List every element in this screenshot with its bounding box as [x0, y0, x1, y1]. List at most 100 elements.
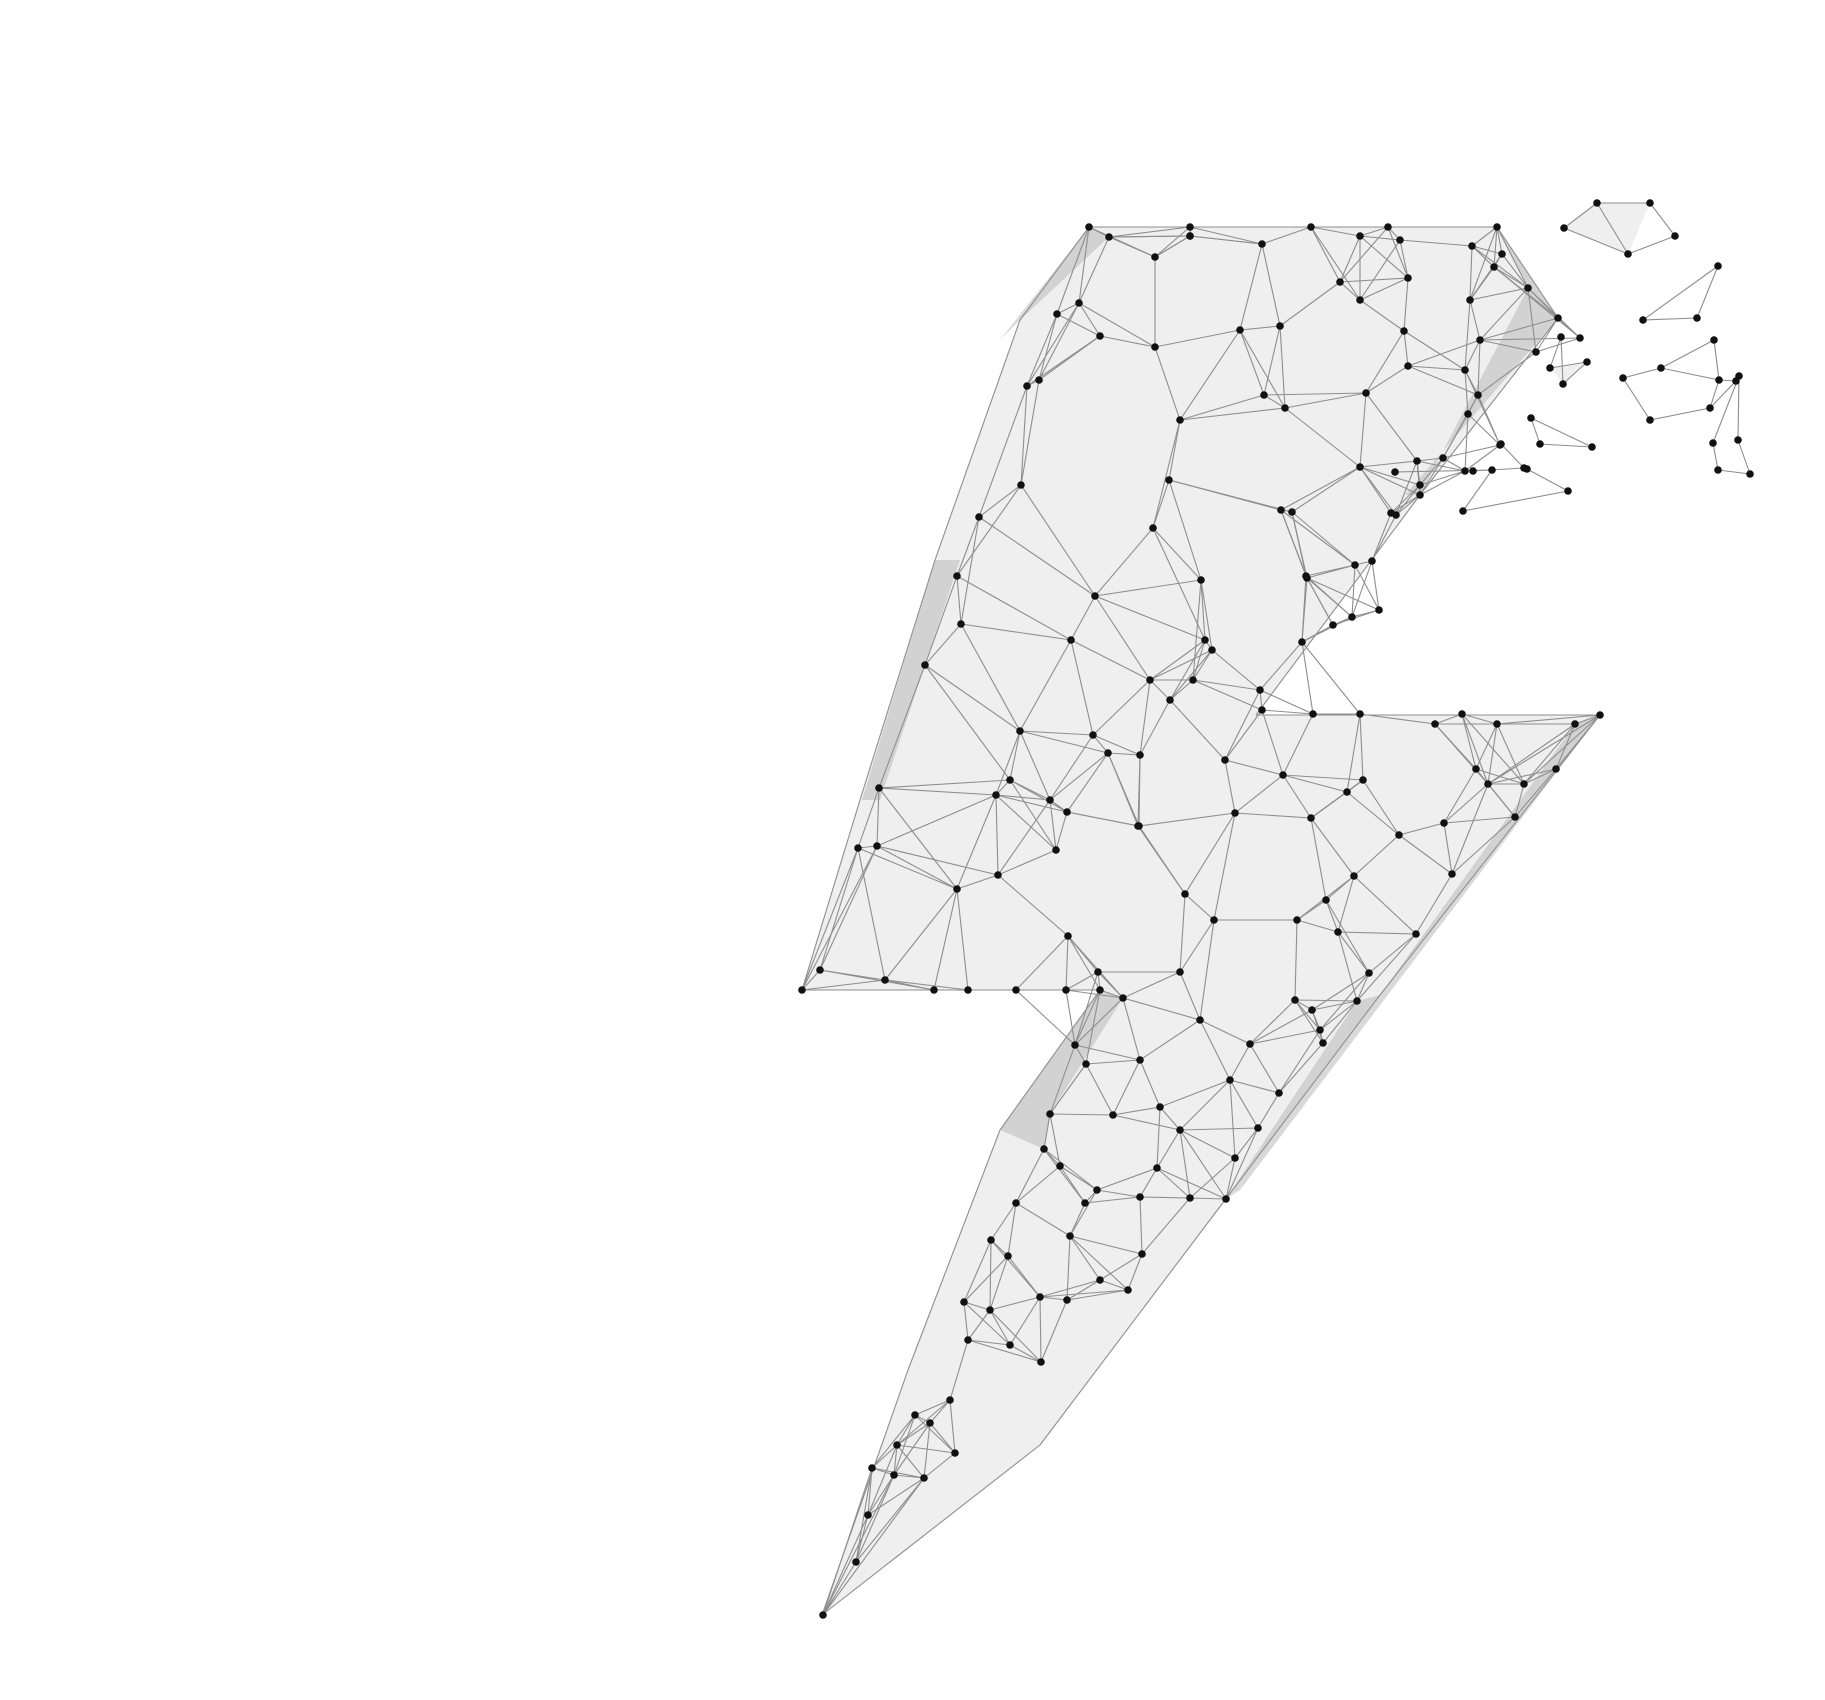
mesh-line: [867, 1474, 895, 1516]
mesh-line: [924, 575, 958, 666]
mesh-node: [1096, 332, 1104, 340]
mesh-node: [1639, 316, 1647, 324]
mesh-line: [1395, 494, 1421, 516]
mesh-node: [1416, 491, 1424, 499]
bolt-mesh-lines: [801, 202, 1751, 1616]
mesh-line: [876, 845, 999, 876]
mesh-line: [1339, 226, 1389, 283]
mesh-line: [1108, 236, 1156, 258]
mesh-line: [1419, 317, 1559, 496]
mesh-line: [801, 845, 878, 991]
mesh-line: [1419, 470, 1466, 486]
mesh-line: [1069, 1202, 1086, 1237]
mesh-line: [1074, 997, 1124, 1046]
mesh-node: [1413, 457, 1421, 465]
mesh-line: [989, 1309, 1042, 1363]
mesh-line: [1224, 709, 1263, 761]
mesh-line: [1059, 1165, 1098, 1191]
mesh-line: [1224, 994, 1381, 1201]
mesh-line: [1066, 811, 1139, 827]
mesh-line: [876, 787, 880, 847]
mesh-line: [1296, 919, 1339, 933]
mesh-line: [997, 849, 1057, 876]
mesh-line: [1479, 287, 1529, 341]
mesh-line: [1199, 919, 1215, 1021]
mesh-line: [1359, 392, 1367, 468]
mesh-line: [949, 1339, 969, 1401]
mesh-node: [1052, 846, 1060, 854]
mesh-line: [1407, 365, 1466, 371]
mesh-node: [1511, 813, 1519, 821]
mesh-line: [1479, 317, 1559, 341]
mesh-line: [1523, 714, 1601, 785]
mesh-line: [1099, 1279, 1129, 1291]
mesh-node: [1498, 250, 1506, 258]
mesh-line: [1353, 875, 1417, 935]
mesh-line: [1139, 1196, 1191, 1199]
mesh-node: [1124, 1286, 1132, 1294]
mesh-line: [1065, 989, 1124, 999]
mesh-line: [1301, 624, 1334, 643]
mesh-line: [859, 559, 936, 801]
mesh-line: [1055, 811, 1068, 851]
mesh-node: [1356, 296, 1364, 304]
mesh-line: [1099, 989, 1124, 999]
mesh-node: [957, 620, 965, 628]
mesh-line: [822, 1561, 857, 1616]
mesh-line: [1737, 439, 1751, 475]
mesh-line: [857, 847, 958, 890]
mesh-line: [1067, 935, 1124, 999]
mesh-line: [963, 1239, 992, 1303]
mesh-line: [1301, 575, 1307, 643]
mesh-line: [1443, 822, 1453, 875]
mesh-line: [1139, 679, 1151, 756]
mesh-line: [1574, 714, 1601, 725]
mesh-line: [884, 979, 969, 991]
mesh-line: [1319, 972, 1370, 1031]
mesh-node: [1439, 454, 1447, 462]
mesh-line: [1019, 639, 1072, 732]
mesh-line: [1138, 812, 1236, 827]
mesh-line: [1278, 1042, 1324, 1094]
mesh-node: [920, 1474, 928, 1482]
mesh-line: [929, 1422, 956, 1454]
mesh-node: [1527, 414, 1535, 422]
mesh-line: [1257, 1092, 1280, 1129]
mesh-line: [1398, 834, 1453, 875]
mesh-line: [997, 799, 1051, 876]
mesh-line: [1139, 1059, 1161, 1108]
mesh-node: [1016, 727, 1024, 735]
mesh-line: [1092, 734, 1109, 754]
mesh-line: [1019, 730, 1051, 801]
mesh-line: [1475, 768, 1525, 785]
mesh-line: [1359, 466, 1421, 486]
mesh-node: [881, 976, 889, 984]
mesh-line: [1403, 277, 1409, 332]
mesh-node: [1275, 1089, 1283, 1097]
mesh-line: [1249, 999, 1296, 1045]
mesh-node: [1277, 506, 1285, 514]
mesh-line: [1152, 527, 1206, 641]
mesh-line: [1280, 509, 1356, 566]
mesh-line: [1261, 243, 1281, 327]
mesh-line: [1020, 484, 1096, 597]
mesh-line: [896, 1414, 916, 1446]
mesh-node: [1151, 253, 1159, 261]
mesh-node: [1197, 576, 1205, 584]
mesh-node: [1329, 621, 1337, 629]
mesh-line: [1549, 361, 1588, 369]
mesh-line: [876, 845, 958, 890]
mesh-node: [1307, 814, 1315, 822]
mesh-line: [1346, 791, 1400, 836]
mesh-node: [1288, 508, 1296, 516]
mesh-line: [871, 1444, 898, 1469]
mesh-node: [1646, 416, 1654, 424]
lower-right-edge-shade: [1226, 715, 1600, 1199]
mesh-line: [1294, 999, 1358, 1002]
mesh-node: [1714, 262, 1722, 270]
mesh-line: [1301, 641, 1314, 715]
mesh-node: [1046, 1110, 1054, 1118]
mesh-node: [1210, 916, 1218, 924]
mesh-node: [1593, 199, 1601, 207]
